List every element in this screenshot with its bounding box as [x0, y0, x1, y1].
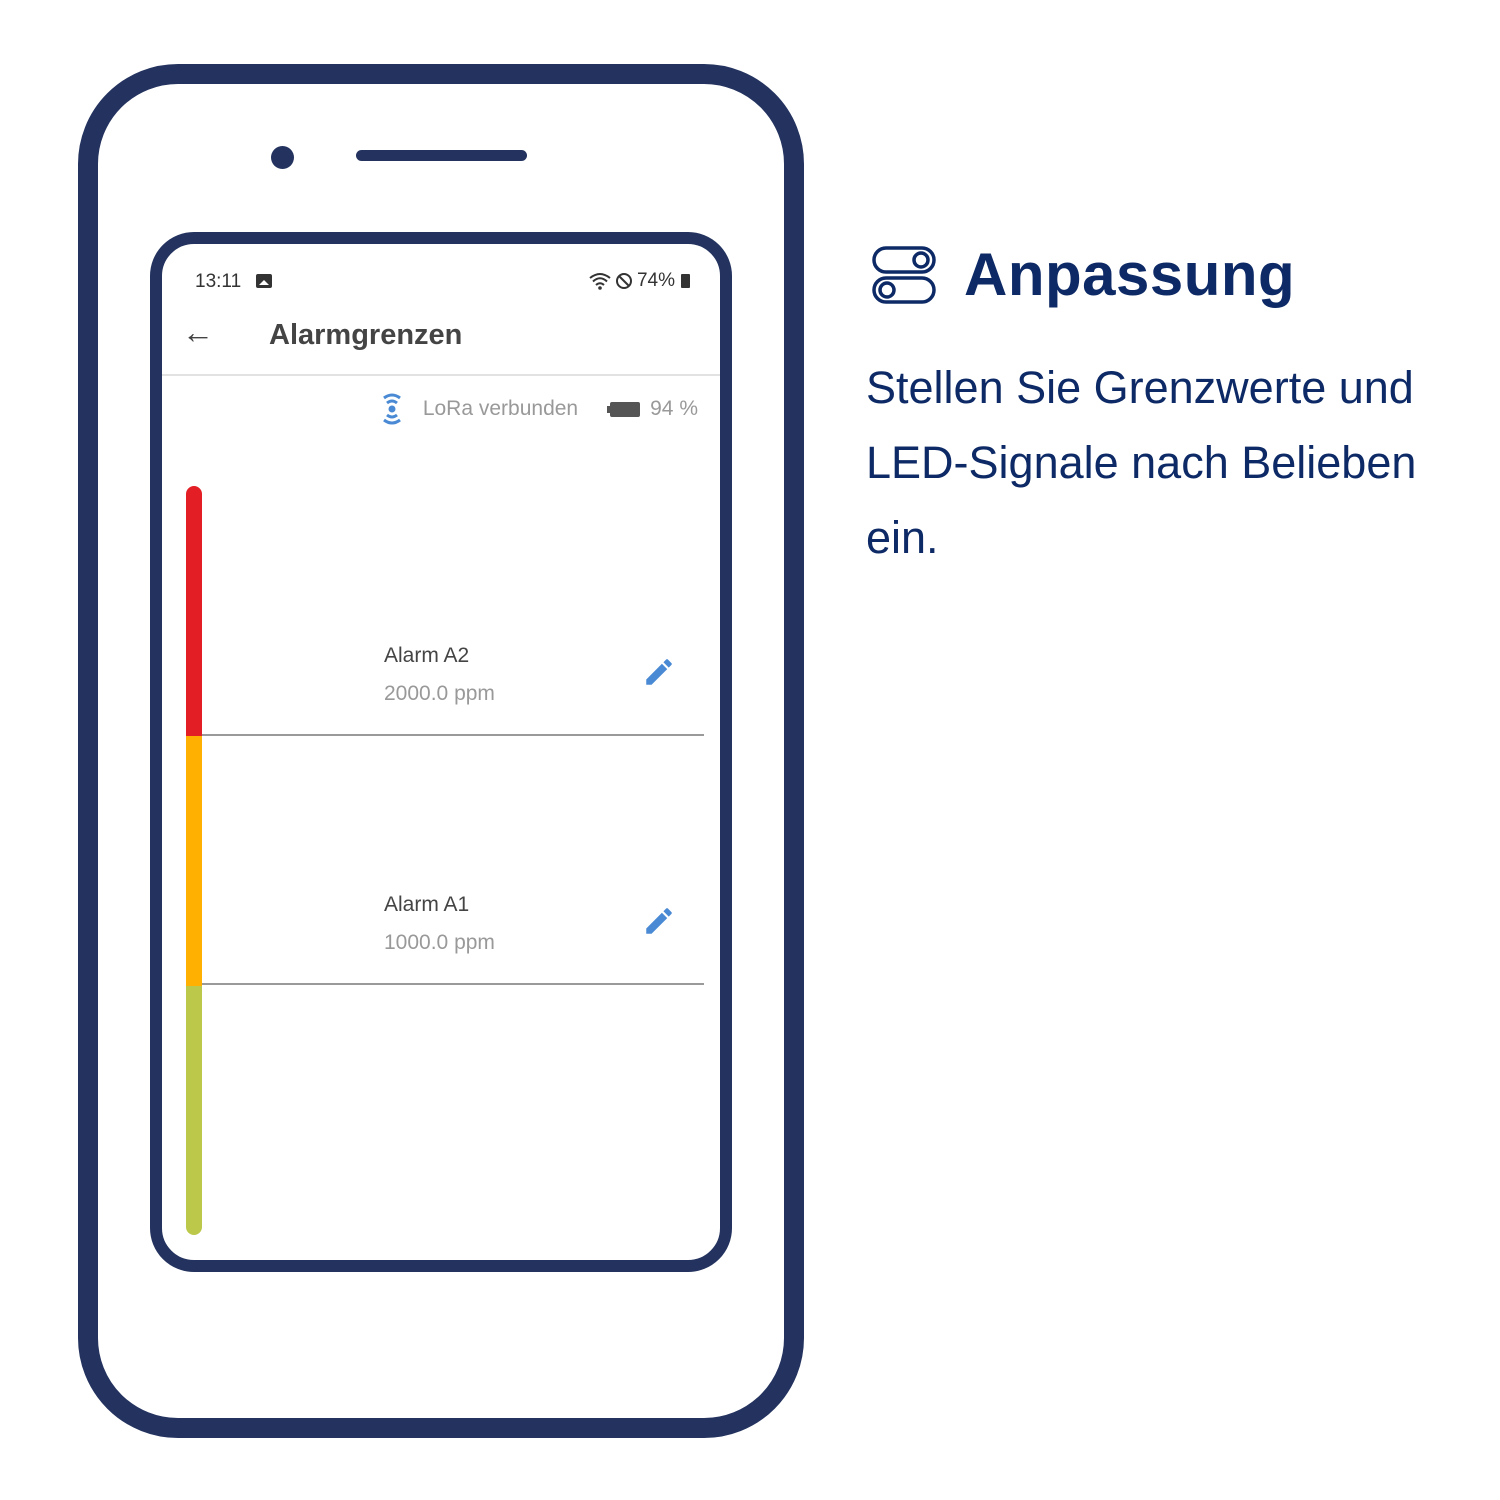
alarm-value: 2000.0 ppm: [384, 682, 495, 705]
page-title: Alarmgrenzen: [269, 319, 463, 351]
alarm-value: 1000.0 ppm: [384, 931, 495, 954]
divider: [202, 734, 704, 736]
lora-signal-icon: [382, 393, 401, 425]
speaker-slot: [356, 150, 527, 161]
feature-block: Anpassung: [870, 240, 1295, 309]
feature-description: Stellen Sie Grenzwerte und LED-Signale n…: [866, 362, 1417, 563]
do-not-disturb-icon: [615, 273, 632, 289]
divider: [202, 983, 704, 985]
back-arrow-icon[interactable]: ←: [182, 314, 214, 350]
edit-pencil-icon[interactable]: [642, 904, 676, 938]
connection-status: LoRa verbunden 94 %: [379, 392, 698, 426]
toggle-switch-icon: [872, 245, 936, 304]
sensor-battery-value: 94 %: [650, 397, 698, 420]
app-bar: ← Alarmgrenzen: [162, 304, 720, 376]
phone-battery-percent: 74%: [636, 270, 675, 291]
image-notification-icon: [256, 274, 272, 288]
lora-status-label: LoRa verbunden: [422, 397, 579, 420]
system-status-icons: 74%: [589, 270, 690, 292]
alarm-name: Alarm A1: [384, 893, 470, 916]
level-bar-high: [186, 486, 202, 736]
status-bar: 13:11 74%: [162, 244, 720, 304]
edit-pencil-icon[interactable]: [642, 655, 676, 689]
alarm-item-a1: Alarm A1 1000.0 ppm: [384, 893, 495, 955]
wifi-icon: [589, 273, 611, 290]
sensor-battery-icon: [607, 401, 641, 417]
alarm-name: Alarm A2: [384, 644, 470, 667]
camera-dot: [271, 146, 294, 169]
phone-screen: 13:11 74% ← Alarmgrenzen LoRa verbunden …: [150, 232, 732, 1272]
level-bar-mid: [186, 736, 202, 986]
feature-title: Anpassung: [964, 241, 1296, 308]
level-bar-low: [186, 986, 202, 1235]
feature-heading: Anpassung: [870, 240, 1295, 309]
battery-icon: [681, 274, 690, 288]
alarm-item-a2: Alarm A2 2000.0 ppm: [384, 644, 495, 706]
status-time: 13:11: [195, 271, 242, 292]
